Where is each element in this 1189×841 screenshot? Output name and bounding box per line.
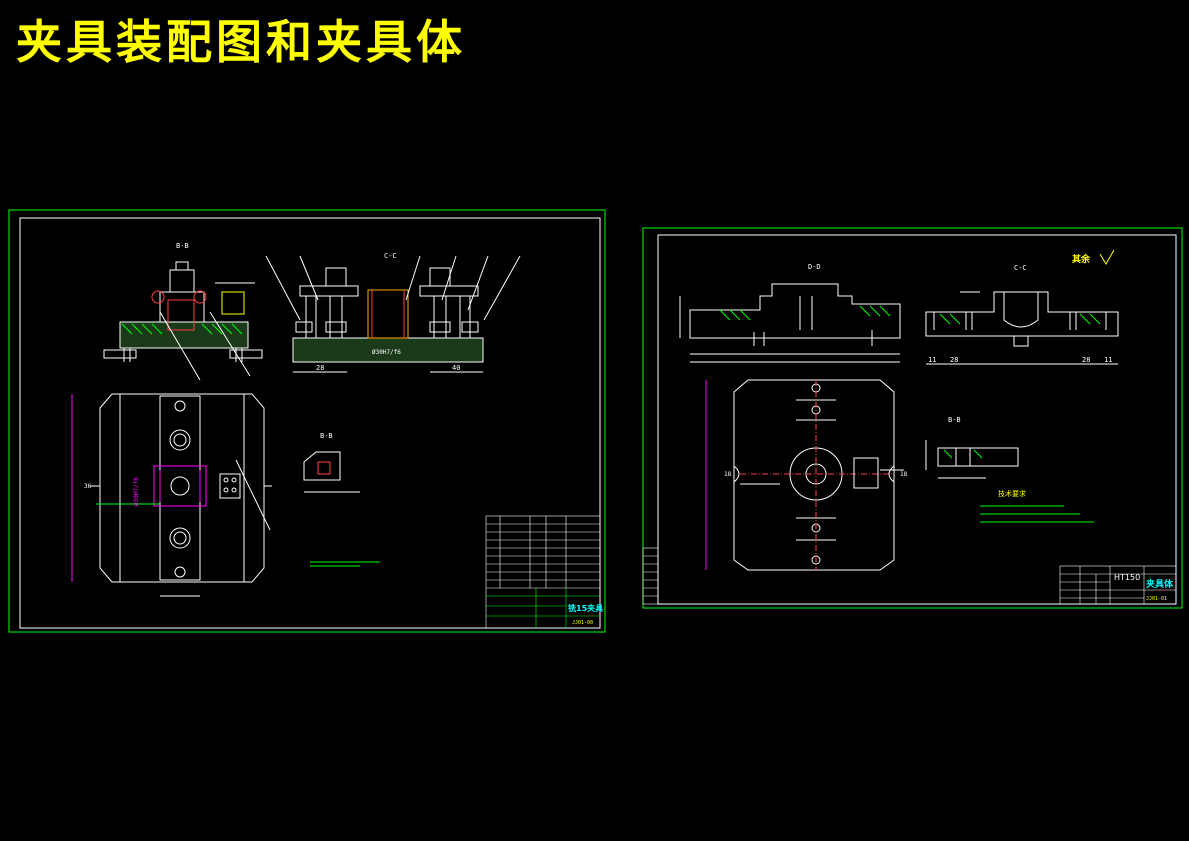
right-sheet-outer-border — [642, 227, 1183, 609]
right-sheet-inner-border — [657, 234, 1177, 605]
roughness-note-text: 其余 — [1072, 253, 1091, 265]
view-section-c: C-C 28 40 Ø30H7/f6 — [265, 252, 521, 373]
right-title-block-name: 夹具体 — [1146, 578, 1174, 590]
view-section-d: D-D — [679, 263, 901, 363]
view-label-section-c-right: C-C — [1014, 264, 1027, 272]
right-title-block: HT150 夹具体 JJ01-01 — [1059, 565, 1177, 605]
left-sheet-outer-border — [8, 209, 606, 633]
left-sheet: B-B C-C — [8, 209, 606, 633]
view-section-b: B-B — [103, 242, 263, 381]
dim-11a: 11 — [928, 356, 936, 364]
view-plan: 36 Ø30H7/f6 — [71, 393, 272, 597]
dim-28b: 28 — [1082, 356, 1090, 364]
dim-11b: 11 — [1104, 356, 1112, 364]
left-title-block-subtitle: JJ01-00 — [572, 620, 593, 626]
view-label-section-d: D-D — [808, 263, 821, 271]
left-title-block: 铣15夹具 JJ01-00 — [485, 515, 603, 629]
view-section-c-right: C-C 11 28 28 11 — [925, 264, 1119, 365]
view-label-detail-b: B-B — [320, 432, 333, 440]
technical-notes: 技术要求 — [980, 489, 1094, 523]
dim-18b: 18 — [900, 471, 908, 478]
left-sheet-inner-border — [19, 217, 601, 629]
page-title: 夹具装配图和夹具体 — [16, 15, 466, 69]
fit-plan: Ø30H7/f6 — [133, 477, 140, 506]
dim-18a: 18 — [724, 471, 732, 478]
dim-40-left: 40 — [452, 364, 460, 372]
technical-notes-title: 技术要求 — [998, 489, 1026, 498]
view-detail-b: B-B — [303, 432, 380, 567]
view-plan-right: 18 18 — [705, 379, 908, 571]
view-label-section-b: B-B — [176, 242, 189, 250]
dim-36-plan: 36 — [84, 483, 92, 490]
view-section-b-right: B-B — [925, 416, 1019, 479]
dim-28a: 28 — [950, 356, 958, 364]
left-title-block-name: 铣15夹具 — [568, 603, 603, 613]
view-label-section-b-right: B-B — [948, 416, 961, 424]
view-label-section-c: C-C — [384, 252, 397, 260]
right-title-block-subtitle: JJ01-01 — [1146, 596, 1167, 602]
roughness-note: 其余 — [1072, 249, 1115, 265]
right-side-table — [642, 547, 659, 605]
right-title-block-material: HT150 — [1114, 573, 1140, 582]
right-sheet: D-D C-C 11 28 28 11 其余 — [642, 227, 1183, 609]
fit-c-section: Ø30H7/f6 — [372, 349, 401, 356]
dim-28-left: 28 — [316, 364, 324, 372]
